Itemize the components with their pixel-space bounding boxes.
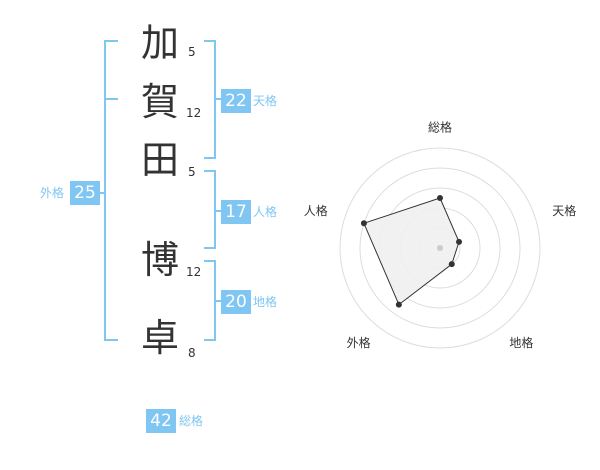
- stroke-count-4: 12: [186, 265, 202, 279]
- gaikaku-value: 25: [70, 181, 100, 205]
- soukaku-value: 42: [146, 409, 176, 433]
- radar-axis-label-3: 地格: [509, 335, 533, 350]
- name-char-5: 卓: [140, 316, 179, 360]
- tenkaku-value: 22: [221, 89, 251, 113]
- soukaku-label: 総格: [179, 414, 204, 428]
- name-char-3: 田: [140, 138, 179, 182]
- stroke-count-3: 5: [188, 165, 196, 179]
- radar-point-2: [456, 238, 463, 245]
- gaikaku-bracket: [104, 40, 118, 341]
- chikaku-label: 地格: [253, 295, 278, 309]
- stroke-count-2: 12: [186, 106, 202, 120]
- jinkaku-value: 17: [221, 200, 251, 224]
- jinkaku-label: 人格: [253, 205, 278, 219]
- gaikaku-label: 外格: [40, 186, 65, 200]
- stroke-count-1: 5: [188, 45, 196, 59]
- radar-data-polygon: [363, 197, 460, 306]
- radar-grid-ring-5: [339, 147, 541, 349]
- radar-grid-ring-4: [359, 167, 521, 329]
- radar-axis-label-5: 人格: [304, 203, 328, 218]
- jinkaku-connector: [214, 210, 222, 212]
- chikaku-connector: [214, 300, 222, 302]
- gaikaku-bracket-tick: [104, 98, 118, 100]
- jinkaku-bracket: [204, 170, 216, 249]
- radar-axis-label-1: 総格: [428, 120, 452, 135]
- radar-point-5: [360, 220, 367, 227]
- radar-point-4: [395, 301, 402, 308]
- stroke-count-5: 8: [188, 346, 196, 360]
- gaikaku-connector: [96, 192, 105, 194]
- tenkaku-connector: [214, 98, 222, 100]
- radar-point-3: [448, 261, 455, 268]
- name-char-1: 加: [140, 21, 179, 65]
- tenkaku-label: 天格: [253, 94, 278, 108]
- name-char-2: 賀: [140, 80, 179, 124]
- radar-axis-label-2: 天格: [552, 203, 576, 218]
- name-char-4: 博: [140, 238, 179, 282]
- radar-point-1: [437, 195, 443, 201]
- radar-center-dot: [437, 245, 443, 251]
- radar-axis-label-4: 外格: [347, 335, 371, 350]
- chikaku-value: 20: [221, 290, 251, 314]
